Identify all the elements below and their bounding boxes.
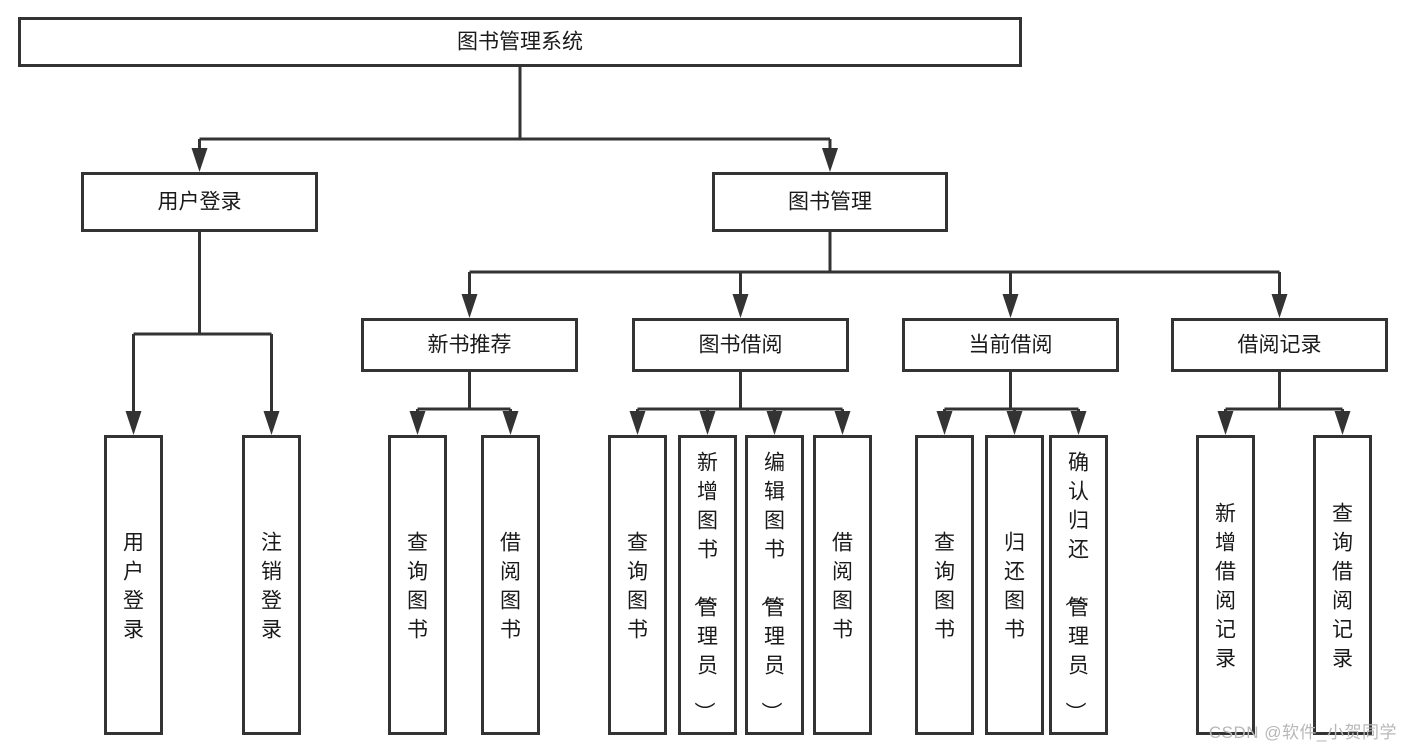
node-box-n-query[interactable]	[388, 435, 447, 735]
node-box-b-add[interactable]	[678, 435, 737, 735]
node-b-lend[interactable]: 借阅图书	[813, 435, 872, 735]
node-label-bookmgmt: 图书管理	[788, 191, 872, 214]
connector-group-records	[1217, 372, 1351, 435]
node-label-b-add: 新增图书（管理员）	[692, 452, 718, 723]
node-c-confirm[interactable]: 确认归还（管理员）	[1049, 435, 1108, 735]
node-box-r-query[interactable]	[1313, 435, 1372, 735]
node-box-bookmgmt[interactable]	[712, 172, 948, 232]
arrow-head-icon	[699, 411, 716, 435]
arrow-head-icon	[1070, 411, 1087, 435]
node-box-r-add[interactable]	[1196, 435, 1255, 735]
arrow-head-icon	[1002, 294, 1019, 318]
node-label-b-query: 查询图书	[627, 532, 648, 642]
arrow-head-icon	[1006, 411, 1023, 435]
node-c-query[interactable]: 查询图书	[915, 435, 974, 735]
node-c-return[interactable]: 归还图书	[985, 435, 1044, 735]
arrow-head-icon	[766, 411, 783, 435]
arrow-head-icon	[629, 411, 646, 435]
node-label-records: 借阅记录	[1238, 334, 1322, 357]
node-login[interactable]: 用户登录	[81, 172, 318, 232]
connector-group-bookmgmt	[461, 232, 1288, 318]
arrow-head-icon	[263, 411, 280, 435]
arrow-head-icon	[732, 294, 749, 318]
node-box-root[interactable]	[18, 17, 1022, 67]
connector-group-current	[936, 372, 1087, 435]
node-box-l-login[interactable]	[104, 435, 163, 735]
node-label-login: 用户登录	[158, 191, 242, 214]
arrow-head-icon	[1334, 411, 1351, 435]
node-newbook[interactable]: 新书推荐	[361, 318, 578, 372]
csdn-watermark: CSDN @软件_小贺同学	[1208, 723, 1397, 742]
node-b-add[interactable]: 新增图书（管理员）	[678, 435, 737, 735]
node-root[interactable]: 图书管理系统	[18, 17, 1022, 67]
node-records[interactable]: 借阅记录	[1171, 318, 1388, 372]
node-label-b-edit: 编辑图书（管理员）	[759, 452, 785, 723]
node-bookmgmt[interactable]: 图书管理	[712, 172, 948, 232]
arrow-head-icon	[1217, 411, 1234, 435]
node-l-login[interactable]: 用户登录	[104, 435, 163, 735]
node-box-c-return[interactable]	[985, 435, 1044, 735]
node-label-l-login: 用户登录	[123, 532, 144, 642]
node-label-newbook: 新书推荐	[428, 334, 512, 357]
node-borrow[interactable]: 图书借阅	[632, 318, 849, 372]
node-layer: 图书管理系统用户登录图书管理新书推荐图书借阅当前借阅借阅记录用户登录注销登录查询…	[18, 17, 1388, 735]
node-box-b-edit[interactable]	[745, 435, 804, 735]
arrow-head-icon	[502, 411, 519, 435]
node-label-b-lend: 借阅图书	[832, 532, 853, 642]
node-box-records[interactable]	[1171, 318, 1388, 372]
node-box-b-lend[interactable]	[813, 435, 872, 735]
node-current[interactable]: 当前借阅	[902, 318, 1119, 372]
connector-group-newbook	[409, 372, 519, 435]
arrow-head-icon	[409, 411, 426, 435]
node-label-c-confirm: 确认归还（管理员）	[1063, 452, 1089, 723]
node-r-query[interactable]: 查询借阅记录	[1313, 435, 1372, 735]
arrow-head-icon	[461, 294, 478, 318]
connector-group-root	[191, 67, 838, 172]
arrow-head-icon	[191, 148, 208, 172]
node-box-l-logout[interactable]	[242, 435, 301, 735]
node-box-borrow[interactable]	[632, 318, 849, 372]
arrow-head-icon	[125, 411, 142, 435]
node-b-edit[interactable]: 编辑图书（管理员）	[745, 435, 804, 735]
node-label-c-query: 查询图书	[934, 532, 955, 642]
node-label-c-return: 归还图书	[1004, 532, 1025, 642]
node-r-add[interactable]: 新增借阅记录	[1196, 435, 1255, 735]
node-label-r-query: 查询借阅记录	[1332, 503, 1353, 671]
node-box-c-query[interactable]	[915, 435, 974, 735]
node-label-n-query: 查询图书	[407, 532, 428, 642]
connector-layer	[125, 67, 1351, 435]
node-label-root: 图书管理系统	[457, 31, 583, 54]
node-label-r-add: 新增借阅记录	[1215, 503, 1236, 671]
node-n-borrow[interactable]: 借阅图书	[481, 435, 540, 735]
node-box-current[interactable]	[902, 318, 1119, 372]
node-box-b-query[interactable]	[608, 435, 667, 735]
node-box-login[interactable]	[81, 172, 318, 232]
node-label-current: 当前借阅	[969, 334, 1053, 357]
arrow-head-icon	[1271, 294, 1288, 318]
node-box-n-borrow[interactable]	[481, 435, 540, 735]
arrow-head-icon	[822, 148, 838, 172]
node-label-n-borrow: 借阅图书	[500, 532, 521, 642]
connector-group-borrow	[629, 372, 851, 435]
node-label-l-logout: 注销登录	[261, 532, 282, 642]
node-label-borrow: 图书借阅	[699, 334, 783, 357]
arrow-head-icon	[834, 411, 851, 435]
node-l-logout[interactable]: 注销登录	[242, 435, 301, 735]
node-box-c-confirm[interactable]	[1049, 435, 1108, 735]
node-n-query[interactable]: 查询图书	[388, 435, 447, 735]
node-b-query[interactable]: 查询图书	[608, 435, 667, 735]
arrow-head-icon	[936, 411, 953, 435]
connector-group-login	[125, 232, 280, 435]
node-box-newbook[interactable]	[361, 318, 578, 372]
